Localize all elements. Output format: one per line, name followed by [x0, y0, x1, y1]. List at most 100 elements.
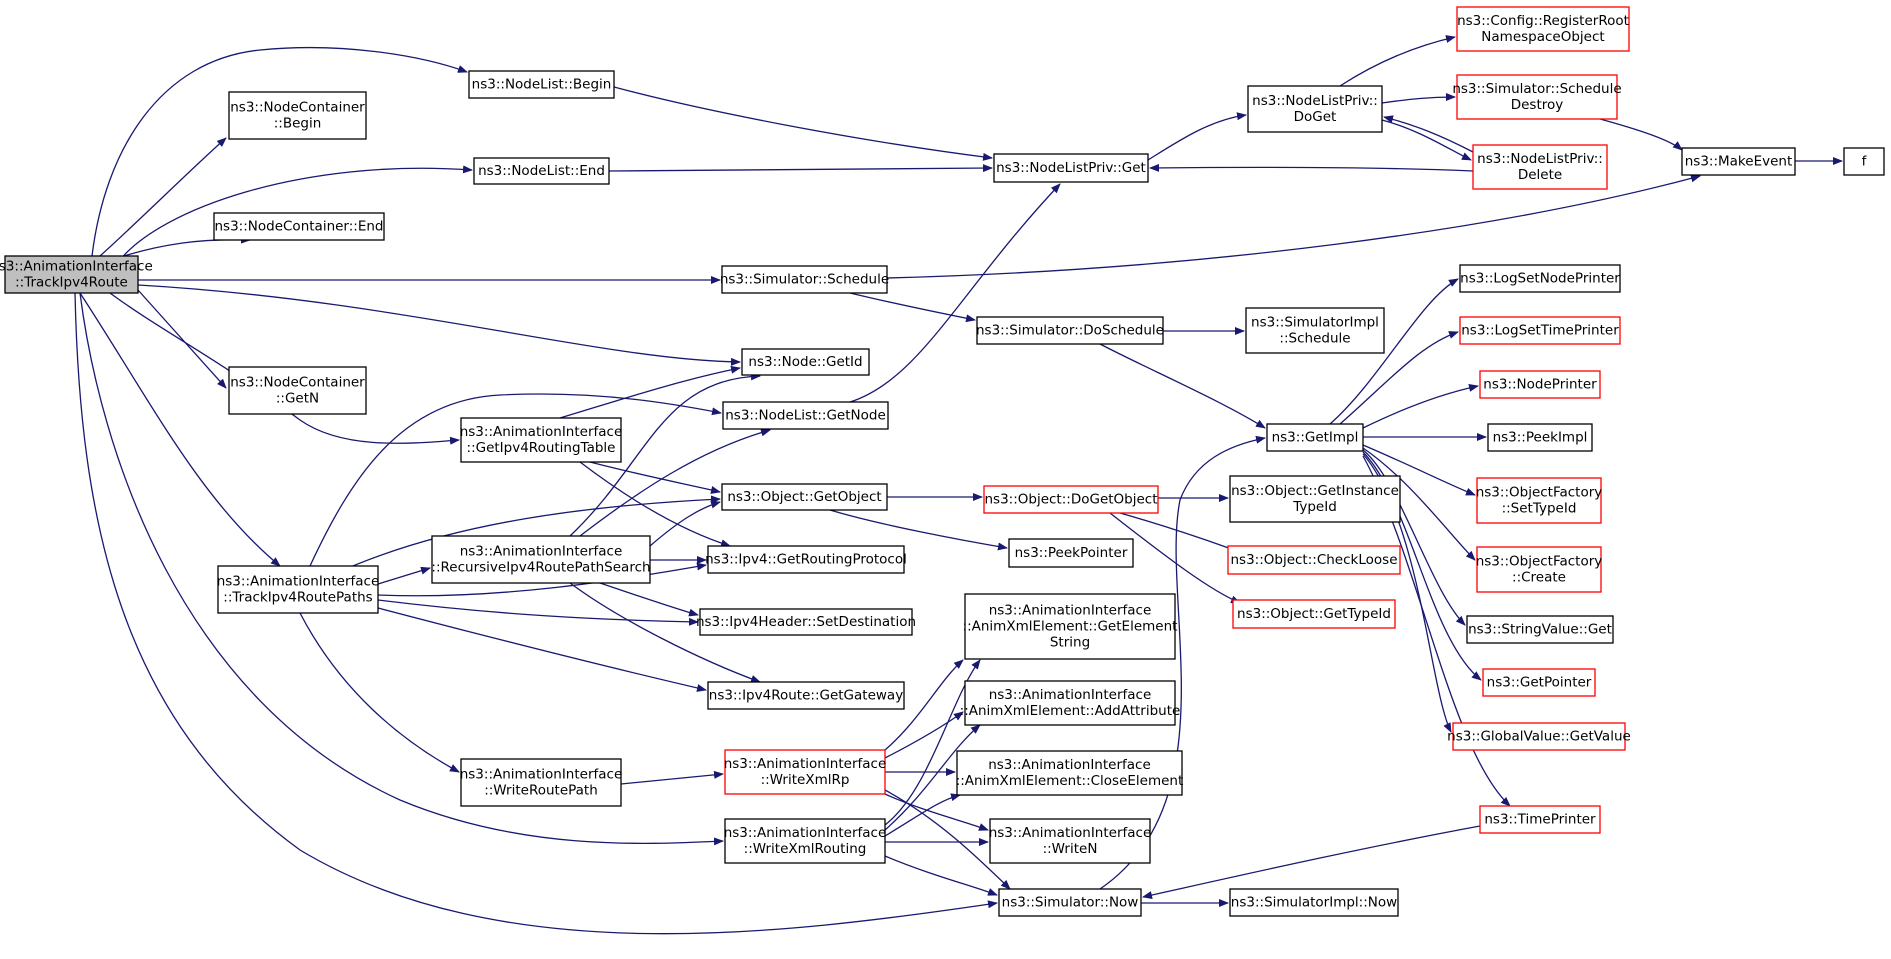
node-stringvalue_get[interactable]: ns3::StringValue::Get — [1466, 615, 1614, 644]
node-nodeprinter[interactable]: ns3::NodePrinter — [1479, 370, 1601, 399]
node-box — [473, 157, 610, 185]
node-simimpl_schedule[interactable]: ns3::SimulatorImpl::Schedule — [1245, 307, 1385, 354]
node-ipv4_getrp[interactable]: ns3::Ipv4::GetRoutingProtocol — [705, 545, 907, 574]
node-label: ns3::AnimationInterface — [988, 757, 1151, 773]
edge-sim_doschedule-to-getimpl — [1099, 343, 1266, 429]
node-box — [724, 749, 886, 795]
node-box — [1476, 546, 1602, 593]
node-label: ns3::TimePrinter — [1484, 812, 1596, 828]
node-label: ns3::LogSetNodePrinter — [1460, 271, 1620, 287]
node-box — [1843, 147, 1885, 176]
node-obj_getobject[interactable]: ns3::Object::GetObject — [721, 483, 888, 511]
node-gv_getvalue[interactable]: ns3::GlobalValue::GetValue — [1447, 722, 1631, 751]
node-ai_recursive[interactable]: ns3::AnimationInterface::RecursiveIpv4Ro… — [431, 535, 651, 584]
node-logsetnode[interactable]: ns3::LogSetNodePrinter — [1459, 264, 1621, 293]
node-box — [724, 818, 886, 864]
node-label: ::WriteRoutePath — [484, 783, 598, 799]
node-nlp_doget[interactable]: ns3::NodeListPriv::DoGet — [1247, 85, 1383, 133]
node-ai_writeroutepath[interactable]: ns3::AnimationInterface::WriteRoutePath — [460, 758, 623, 807]
node-f[interactable]: f — [1843, 147, 1885, 176]
node-sim_schedule[interactable]: ns3::Simulator::Schedule — [720, 265, 889, 294]
node-axml_close[interactable]: ns3::AnimationInterface::AnimXmlElement:… — [956, 750, 1184, 796]
node-label: ns3::Object::CheckLoose — [1230, 552, 1397, 568]
node-label: ns3::AnimationInterface — [724, 756, 887, 772]
edge-nl_end-to-nlp_get — [608, 164, 993, 173]
node-label: ns3::AnimationInterface — [460, 424, 623, 440]
node-ai_writen[interactable]: ns3::AnimationInterface::WriteN — [989, 818, 1152, 864]
node-box — [431, 535, 651, 584]
edge-obj_dogetobject-to-obj_checkloose — [1119, 512, 1241, 553]
node-label: ns3::NodeListPriv:: — [1252, 93, 1378, 109]
node-label: ::Begin — [274, 116, 322, 132]
node-label: ns3::GetImpl — [1272, 430, 1359, 446]
node-peekimpl[interactable]: ns3::PeekImpl — [1487, 423, 1593, 452]
node-of_create[interactable]: ns3::ObjectFactory::Create — [1476, 546, 1603, 593]
node-obj_checkloose[interactable]: ns3::Object::CheckLoose — [1227, 545, 1401, 575]
node-nlp_delete[interactable]: ns3::NodeListPriv::Delete — [1472, 144, 1608, 190]
node-axml_addattr[interactable]: ns3::AnimationInterface::AnimXmlElement:… — [960, 680, 1181, 726]
node-ipv4r_getgw[interactable]: ns3::Ipv4Route::GetGateway — [707, 681, 905, 710]
node-label: ns3::Ipv4::GetRoutingProtocol — [705, 552, 907, 568]
node-ai_trackpaths[interactable]: ns3::AnimationInterface::TrackIpv4RouteP… — [217, 565, 380, 614]
node-box — [1459, 316, 1621, 345]
node-obj_dogetobject[interactable]: ns3::Object::DoGetObject — [983, 485, 1159, 514]
node-label: ns3::NodeContainer — [230, 100, 365, 116]
node-nl_end[interactable]: ns3::NodeList::End — [473, 157, 610, 185]
edge-ai_recursive-to-nl_getnode — [579, 428, 771, 537]
node-ipv4h_setdest[interactable]: ns3::Ipv4Header::SetDestination — [696, 608, 916, 636]
edge-ai_trackpaths-to-ipv4r_getgw — [377, 607, 707, 692]
node-sim_doschedule[interactable]: ns3::Simulator::DoSchedule — [976, 316, 1164, 345]
node-label: ::Create — [1512, 570, 1566, 586]
node-box — [460, 417, 622, 463]
node-box — [1266, 423, 1364, 452]
node-label: ::TrackIpv4Route — [15, 275, 128, 291]
edge-getimpl-to-logsettime — [1339, 331, 1459, 425]
node-timeprinter[interactable]: ns3::TimePrinter — [1479, 805, 1601, 834]
node-obj_gettypeid[interactable]: ns3::Object::GetTypeId — [1232, 599, 1396, 629]
edge-sim_schedule-to-makeevent — [886, 174, 1701, 279]
node-of_settypeid[interactable]: ns3::ObjectFactory::SetTypeId — [1476, 477, 1603, 524]
node-label: ns3::NodeList::End — [478, 163, 605, 179]
node-label: ns3::NodeList::Begin — [472, 77, 612, 93]
node-nc_begin[interactable]: ns3::NodeContainer::Begin — [228, 91, 367, 140]
node-label: ns3::NodePrinter — [1483, 377, 1597, 393]
node-logsettime[interactable]: ns3::LogSetTimePrinter — [1459, 316, 1621, 345]
node-axml_getelem[interactable]: ns3::AnimationInterface::AnimXmlElement:… — [963, 593, 1178, 660]
node-box — [1456, 74, 1618, 120]
node-nl_getnode[interactable]: ns3::NodeList::GetNode — [722, 401, 889, 430]
node-ai_getrt[interactable]: ns3::AnimationInterface::GetIpv4RoutingT… — [460, 417, 623, 463]
node-peekpointer[interactable]: ns3::PeekPointer — [1008, 538, 1134, 568]
node-node_getid[interactable]: ns3::Node::GetId — [741, 348, 870, 376]
edge-ai_writexmlrp-to-ai_writen — [884, 793, 989, 831]
node-box — [460, 758, 622, 807]
node-label: ::AnimXmlElement::GetElement — [963, 619, 1178, 635]
edge-root-to-ai_writexmlrouting — [79, 292, 724, 846]
node-nl_begin[interactable]: ns3::NodeList::Begin — [468, 70, 615, 99]
node-ai_writexmlrp[interactable]: ns3::AnimationInterface::WriteXmlRp — [724, 749, 887, 795]
node-nc_getn[interactable]: ns3::NodeContainer::GetN — [228, 366, 367, 415]
node-label: ns3::AnimationInterface — [460, 544, 623, 560]
node-box — [707, 545, 905, 574]
node-makeevent[interactable]: ns3::MakeEvent — [1681, 147, 1796, 176]
node-simimpl_now[interactable]: ns3::SimulatorImpl::Now — [1229, 888, 1399, 917]
node-label: ::TrackIpv4RoutePaths — [223, 590, 372, 606]
node-label: ns3::Ipv4Header::SetDestination — [696, 614, 916, 630]
node-ai_writexmlrouting[interactable]: ns3::AnimationInterface::WriteXmlRouting — [724, 818, 887, 864]
node-sim_now[interactable]: ns3::Simulator::Now — [998, 888, 1142, 917]
edge-nlp_doget-to-sim_scheddestroy — [1381, 93, 1456, 104]
node-label: ns3::Object::DoGetObject — [984, 492, 1157, 508]
node-nc_end[interactable]: ns3::NodeContainer::End — [213, 212, 385, 241]
node-nlp_get[interactable]: ns3::NodeListPriv::Get — [993, 153, 1149, 183]
edge-getimpl-to-logsetnode — [1329, 278, 1459, 425]
node-label: String — [1050, 635, 1090, 651]
edge-getimpl-to-of_settypeid — [1362, 444, 1476, 496]
node-box — [1008, 538, 1134, 568]
node-getpointer[interactable]: ns3::GetPointer — [1482, 668, 1596, 697]
edge-root-to-nl_begin — [91, 46, 468, 257]
node-getimpl[interactable]: ns3::GetImpl — [1266, 423, 1364, 452]
node-root[interactable]: ns3::AnimationInterface::TrackIpv4Route — [0, 255, 153, 294]
node-box — [1247, 85, 1383, 133]
